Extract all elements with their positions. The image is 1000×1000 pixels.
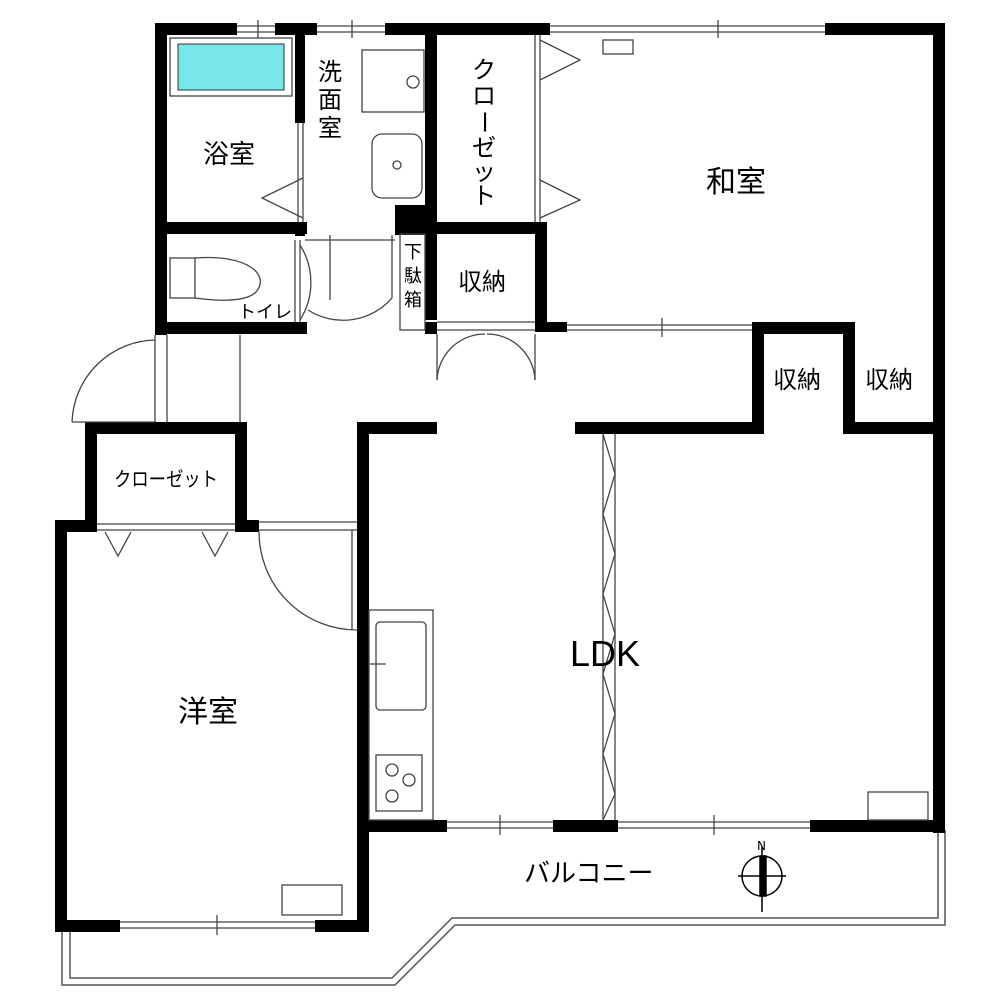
label-closet-top-1: ク (472, 56, 496, 84)
label-geta-3: 箱 (404, 290, 422, 311)
label-washroom-2: 面 (318, 86, 342, 114)
label-washitsu: 和室 (706, 165, 766, 200)
label-geta-1: 下 (404, 242, 422, 263)
label-closet-top-6: ト (472, 182, 496, 210)
thin-lines (71, 20, 929, 935)
label-bath: 浴室 (203, 140, 255, 170)
label-storage-a: 収納 (773, 366, 821, 394)
label-closet-top-4: ゼ (472, 134, 496, 162)
bathtub-water (177, 43, 285, 91)
label-storage-entry: 収納 (458, 268, 506, 296)
label-toilet: トイレ (238, 302, 292, 323)
walls (55, 23, 945, 932)
compass-icon (738, 846, 786, 912)
balcony-outline (61, 830, 946, 986)
label-closet-top-3: ー (470, 110, 498, 134)
label-closet-top-2: ロ (472, 82, 496, 110)
label-balcony: バルコニー (524, 859, 653, 889)
label-storage-b: 収納 (865, 366, 913, 394)
label-closet-mid: クローゼット (114, 467, 218, 491)
label-youshitsu: 洋室 (178, 695, 238, 730)
label-geta-2: 駄 (404, 266, 422, 287)
label-closet-top-5: ッ (472, 158, 496, 186)
compass-north-label: N (757, 839, 766, 853)
label-ldk: LDK (570, 633, 640, 674)
label-washroom-1: 洗 (318, 58, 342, 86)
label-washroom-3: 室 (318, 114, 342, 142)
